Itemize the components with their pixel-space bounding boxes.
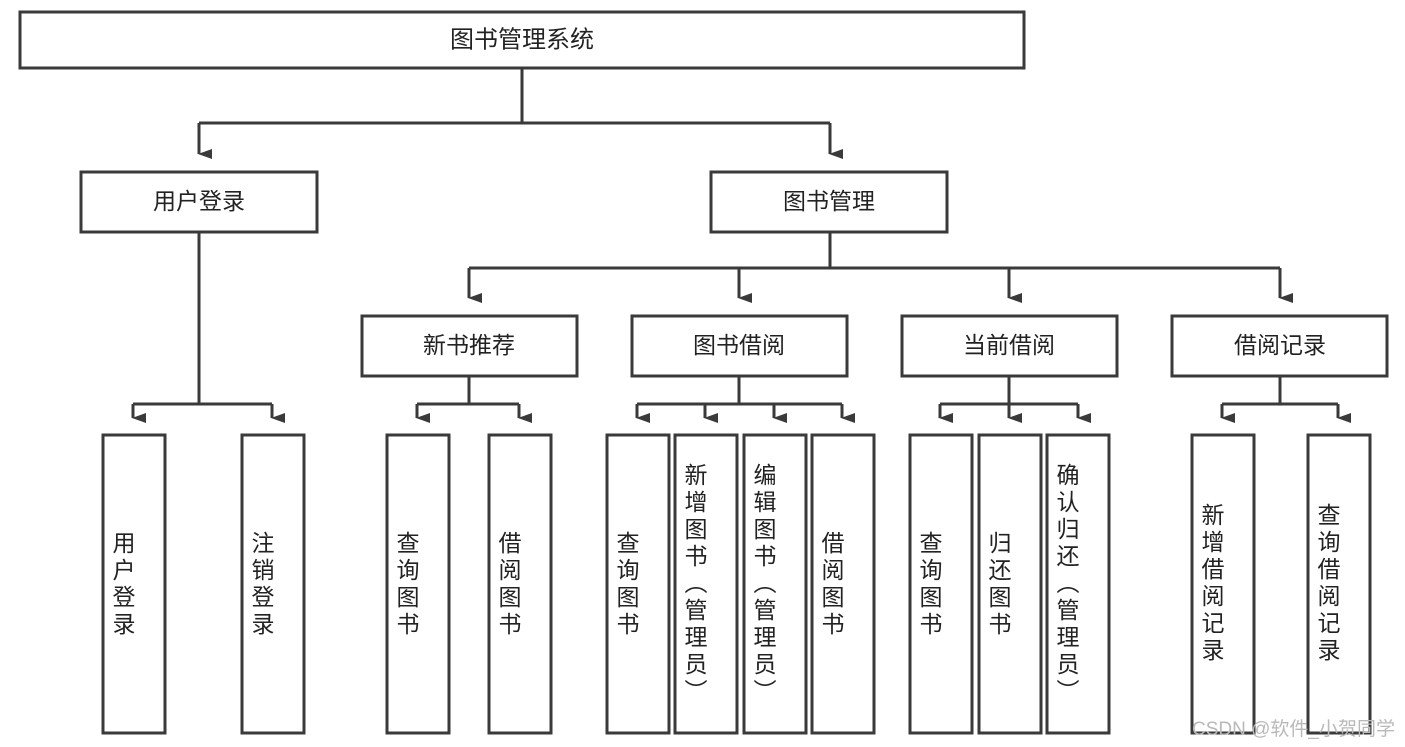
connector-bookborrow-to-leaves [635, 376, 855, 423]
leaf-box-query-book-1[interactable] [385, 433, 451, 735]
node-current-borrow[interactable]: 当前借阅 [900, 314, 1119, 378]
leaf-box-borrow-book-2[interactable] [810, 433, 876, 735]
node-root[interactable]: 图书管理系统 [18, 10, 1026, 70]
leaf-box-return-book[interactable] [977, 433, 1043, 735]
leaf-box-query-book-2[interactable] [605, 433, 671, 735]
leaf-box-user-logout[interactable] [240, 433, 306, 735]
leaf-box-add-record[interactable] [1190, 433, 1256, 735]
leaf-box-confirm-return[interactable] [1045, 433, 1111, 735]
leaf-box-query-record[interactable] [1306, 433, 1372, 735]
node-user-login-label: 用户登录 [153, 188, 245, 214]
node-new-book-rec[interactable]: 新书推荐 [360, 314, 579, 378]
connector-root-to-level1 [197, 68, 843, 159]
node-book-manage[interactable]: 图书管理 [709, 170, 949, 234]
node-borrow-record-label: 借阅记录 [1234, 332, 1326, 358]
leaf-box-add-book[interactable] [673, 433, 739, 735]
leaf-box-query-book-3[interactable] [908, 433, 974, 735]
node-book-borrow-label: 图书借阅 [693, 332, 785, 358]
leaf-boxes [101, 433, 1372, 735]
node-new-book-rec-label: 新书推荐 [423, 332, 515, 358]
connector-userlogin-to-leaves [131, 232, 285, 423]
node-root-label: 图书管理系统 [450, 26, 594, 53]
connector-newbookrec-to-leaves [415, 376, 532, 423]
connector-borrowrecord-to-leaves [1220, 376, 1351, 423]
node-current-borrow-label: 当前借阅 [963, 332, 1055, 358]
node-book-manage-label: 图书管理 [783, 188, 875, 214]
leaf-box-edit-book[interactable] [742, 433, 808, 735]
node-user-login[interactable]: 用户登录 [79, 170, 319, 234]
connector-bookmanage-to-level2 [467, 232, 1293, 303]
leaf-box-user-login[interactable] [101, 433, 167, 735]
leaf-box-borrow-book-1[interactable] [487, 433, 553, 735]
node-borrow-record[interactable]: 借阅记录 [1170, 314, 1389, 378]
node-book-borrow[interactable]: 图书借阅 [630, 314, 849, 378]
connector-currentborrow-to-leaves [938, 376, 1091, 423]
csdn-watermark: CSDN @软件_小贺同学 [1192, 719, 1395, 740]
